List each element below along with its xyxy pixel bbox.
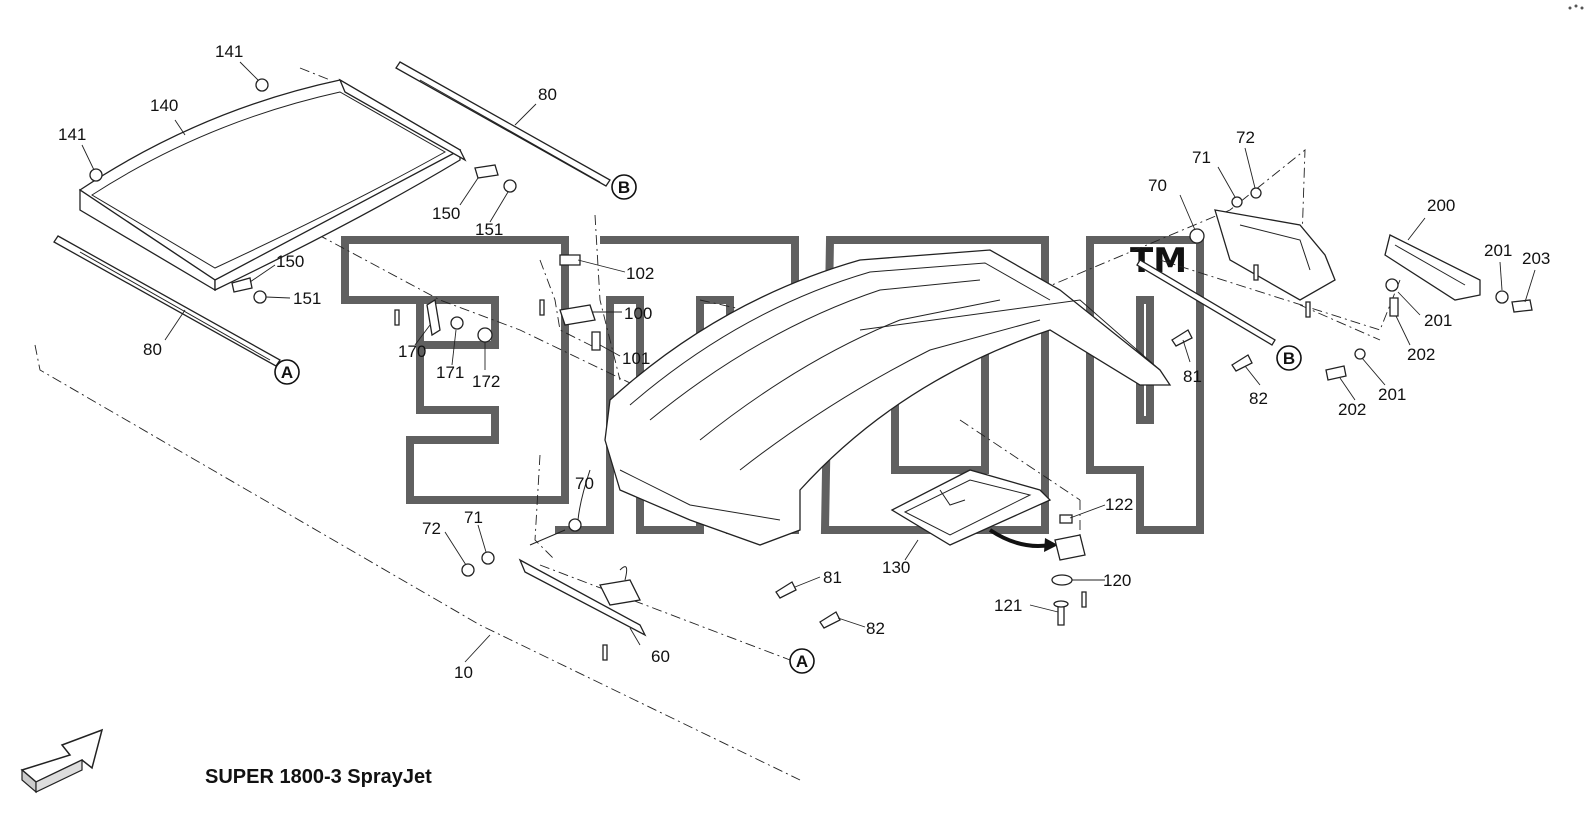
callout-80: 80	[143, 340, 162, 359]
callout-72: 72	[1236, 128, 1255, 147]
connector-a-top: A	[274, 359, 300, 385]
roof-panel-140	[78, 78, 467, 292]
callout-141: 141	[58, 125, 86, 144]
callout-202: 202	[1338, 400, 1366, 419]
corner-mark	[1568, 4, 1584, 10]
svg-text:B: B	[618, 178, 630, 197]
callout-121: 121	[994, 596, 1022, 615]
callout-151: 151	[293, 289, 321, 308]
callout-201: 201	[1378, 385, 1406, 404]
callout-201: 201	[1484, 241, 1512, 260]
callout-203: 203	[1522, 249, 1550, 268]
callout-10: 10	[454, 663, 473, 682]
callout-171: 171	[436, 363, 464, 382]
leader-lines	[81, 61, 1536, 663]
callout-labels: 141 140 141 80 150 151 150 151 80 170 17…	[58, 42, 1550, 682]
callout-200: 200	[1427, 196, 1455, 215]
callout-71: 71	[1192, 148, 1211, 167]
callout-122: 122	[1105, 495, 1133, 514]
callout-80: 80	[538, 85, 557, 104]
callout-150: 150	[432, 204, 460, 223]
model-title: SUPER 1800-3 SprayJet	[205, 766, 432, 788]
callout-70: 70	[1148, 176, 1167, 195]
callout-100: 100	[624, 304, 652, 323]
callout-82: 82	[866, 619, 885, 638]
callout-81: 81	[1183, 367, 1202, 386]
callout-170: 170	[398, 342, 426, 361]
callout-141: 141	[215, 42, 243, 61]
callout-102: 102	[626, 264, 654, 283]
svg-text:A: A	[796, 652, 808, 671]
callout-172: 172	[472, 372, 500, 391]
latch-120-122	[1051, 514, 1086, 626]
rail-80-top	[395, 61, 611, 187]
callout-101: 101	[622, 349, 650, 368]
callout-151: 151	[475, 220, 503, 239]
bracket-200	[1384, 234, 1481, 301]
callout-140: 140	[150, 96, 178, 115]
callout-201: 201	[1424, 311, 1452, 330]
fasteners	[89, 78, 1533, 661]
connector-b-top: B	[611, 174, 637, 200]
svg-text:B: B	[1283, 349, 1295, 368]
connector-a-bottom: A	[789, 648, 815, 674]
connector-b-right: B	[1276, 345, 1302, 371]
callout-72: 72	[422, 519, 441, 538]
svg-text:A: A	[281, 363, 293, 382]
callout-202: 202	[1407, 345, 1435, 364]
callout-150: 150	[276, 252, 304, 271]
callout-81: 81	[823, 568, 842, 587]
direction-arrow-icon	[20, 728, 104, 794]
callout-120: 120	[1103, 571, 1131, 590]
cable-70-bottom	[529, 469, 591, 546]
roof-frame-10	[604, 249, 1172, 546]
callout-82: 82	[1249, 389, 1268, 408]
callout-70: 70	[575, 474, 594, 493]
callout-130: 130	[882, 558, 910, 577]
callout-71: 71	[464, 508, 483, 527]
visor-130	[890, 469, 1058, 552]
mount-right	[1136, 187, 1336, 346]
callout-60: 60	[651, 647, 670, 666]
bracket-60	[518, 558, 647, 637]
